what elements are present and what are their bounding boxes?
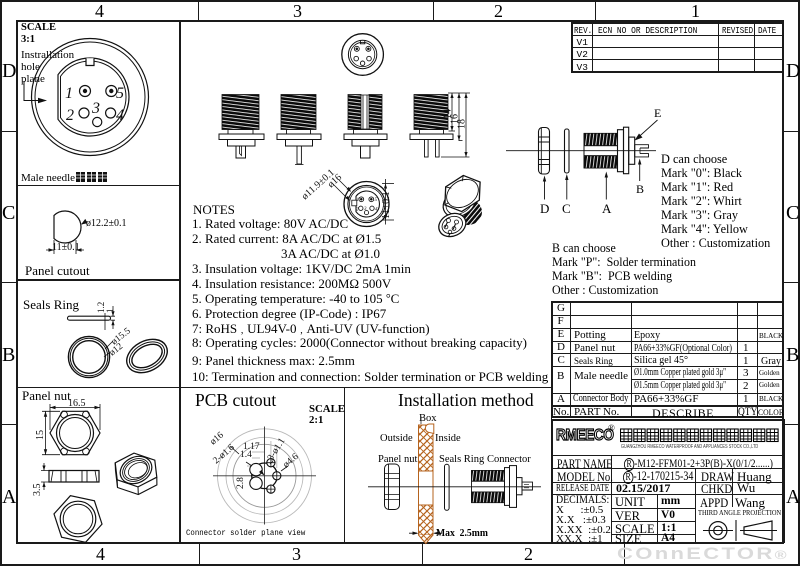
svg-text:1.17: 1.17 [243,442,260,452]
svg-text:ø16: ø16 [209,430,227,447]
svg-text:3: 3 [364,207,367,212]
svg-text:11±0.1: 11±0.1 [381,191,392,219]
svg-text:1: 1 [65,85,73,102]
svg-text:16.5: 16.5 [68,398,86,409]
svg-text:5: 5 [116,85,124,102]
svg-text:1: 1 [105,309,115,314]
svg-text:3-ø1.1: 3-ø1.1 [266,436,288,462]
svg-text:2.8: 2.8 [236,477,246,489]
svg-text:16: 16 [450,114,461,124]
svg-text:3.5: 3.5 [32,484,43,497]
svg-text:1: 1 [357,198,360,203]
svg-text:1.4: 1.4 [240,450,252,460]
svg-text:15: 15 [35,430,46,440]
svg-text:3: 3 [91,100,100,117]
svg-text:5: 5 [375,198,378,203]
svg-text:4: 4 [116,107,124,124]
svg-text:4: 4 [375,208,378,213]
svg-text:ø15.5: ø15.5 [110,326,133,347]
svg-text:1.2: 1.2 [96,302,106,313]
svg-text:2: 2 [66,107,74,124]
svg-text:18: 18 [457,119,468,129]
svg-text:2: 2 [356,208,359,213]
svg-text:14: 14 [443,109,454,119]
svg-text:ø4.6: ø4.6 [282,452,301,471]
